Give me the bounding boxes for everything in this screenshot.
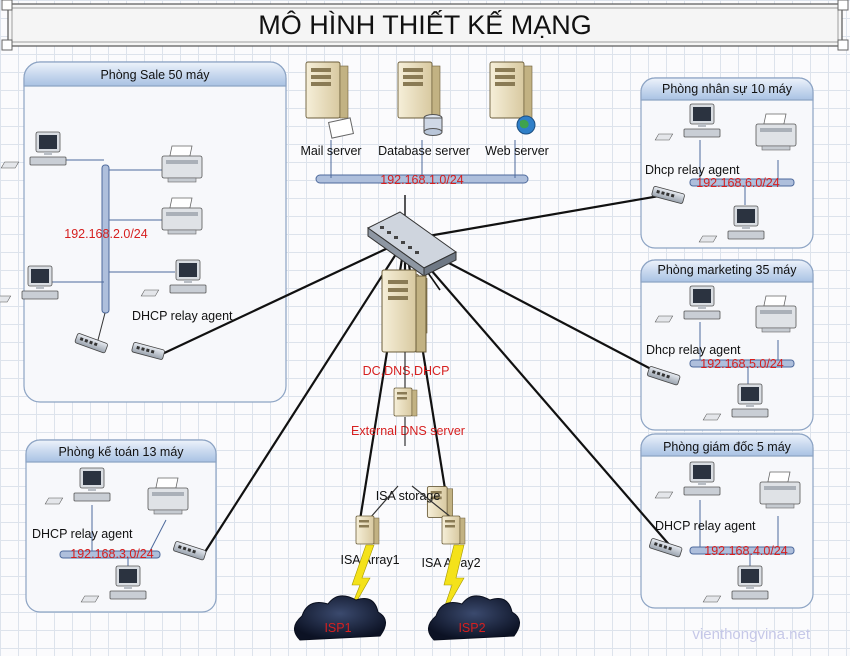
isp2-label: ISP2	[458, 621, 485, 635]
title-banner: Mô hình thiết kế mạng	[1, 0, 849, 51]
database-server: Database server	[378, 61, 470, 158]
external-dns-label: External DNS server	[351, 424, 465, 438]
sale-devices: 192.168.2.0/24 DHCP relay agent	[0, 131, 233, 361]
room-ketoan-title: Phòng kế toán 13 máy	[58, 445, 184, 459]
room-nhansu-title: Phòng nhân sự 10 máy	[662, 82, 793, 96]
room-sale-panel: Phòng Sale 50 máy	[23, 61, 287, 403]
server-lan-bus: 192.168.1.0/24	[315, 140, 529, 187]
isp1-label: ISP1	[324, 621, 351, 635]
giamdoc-agent-label: DHCP relay agent	[655, 519, 756, 533]
room-giamdoc-title: Phòng giám đốc 5 máy	[663, 440, 792, 454]
nhansu-ip-label: 192.168.6.0/24	[696, 176, 779, 190]
sale-ip-label: 192.168.2.0/24	[64, 227, 147, 241]
dc-dns-dhcp-server: DC,DNS,DHCP	[363, 269, 450, 378]
nhansu-agent-label: Dhcp relay agent	[645, 163, 740, 177]
mail-server: Mail server	[300, 61, 362, 158]
isa-array1-label: ISA Array1	[340, 553, 399, 567]
giamdoc-devices: 192.168.4.0/24 DHCP relay agent	[648, 461, 801, 603]
marketing-agent-label: Dhcp relay agent	[646, 343, 741, 357]
room-marketing-title: Phòng marketing 35 máy	[658, 263, 798, 277]
pc-icon	[0, 265, 59, 303]
lan-ip-label: 192.168.1.0/24	[380, 173, 463, 187]
isa-array1: ISA Array1	[340, 515, 400, 567]
external-dns-server: External DNS server	[351, 387, 465, 438]
web-server-label: Web server	[485, 144, 549, 158]
database-server-label: Database server	[378, 144, 470, 158]
isa-storage: ISA storage	[376, 486, 454, 518]
nhansu-devices: 192.168.6.0/24 Dhcp relay agent	[645, 103, 797, 243]
ketoan-devices: 192.168.3.0/24 DHCP relay agent	[32, 467, 207, 603]
ketoan-agent-label: DHCP relay agent	[32, 527, 133, 541]
marketing-devices: 192.168.5.0/24 Dhcp relay agent	[646, 285, 797, 421]
room-sale-title: Phòng Sale 50 máy	[100, 68, 210, 82]
watermark: vienthongvina.net	[692, 626, 810, 643]
ketoan-ip-label: 192.168.3.0/24	[70, 547, 153, 561]
dc-label: DC,DNS,DHCP	[363, 364, 450, 378]
mail-server-label: Mail server	[300, 144, 361, 158]
sale-agent-label: DHCP relay agent	[132, 309, 233, 323]
isp2-cloud: ISP2	[428, 595, 520, 641]
lightning-bolt-icon	[439, 544, 465, 621]
marketing-ip-label: 192.168.5.0/24	[700, 357, 783, 371]
page-title: Mô hình thiết kế mạng	[258, 9, 592, 40]
giamdoc-ip-label: 192.168.4.0/24	[704, 544, 787, 558]
web-server: Web server	[485, 61, 549, 158]
core-switch	[367, 211, 457, 277]
isp1-cloud: ISP1	[294, 595, 386, 641]
